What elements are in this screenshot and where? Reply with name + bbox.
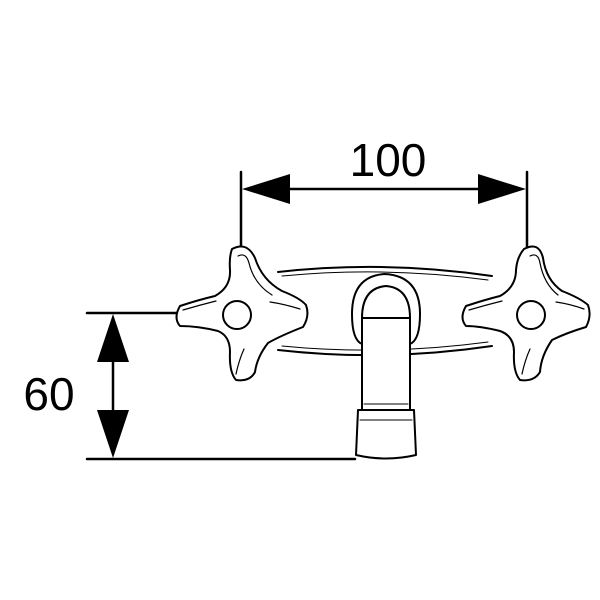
spout-aerator [355,409,417,460]
width-arrow-right [478,174,526,204]
height-arrow-bottom [97,410,129,458]
spout-collar-inner [361,285,411,319]
height-dimension [85,311,357,461]
left-cross-handle [175,245,309,382]
width-dimension-label: 100 [350,134,427,186]
height-dimension-label: 60 [23,368,74,420]
spout [351,273,421,460]
right-handle-screw-icon [516,300,546,330]
width-arrow-left [242,174,290,204]
width-dimension [239,170,529,250]
height-arrow-top [97,314,129,362]
right-cross-handle [461,245,591,382]
left-handle-screw-icon [222,300,252,330]
spout-tube [361,317,411,411]
